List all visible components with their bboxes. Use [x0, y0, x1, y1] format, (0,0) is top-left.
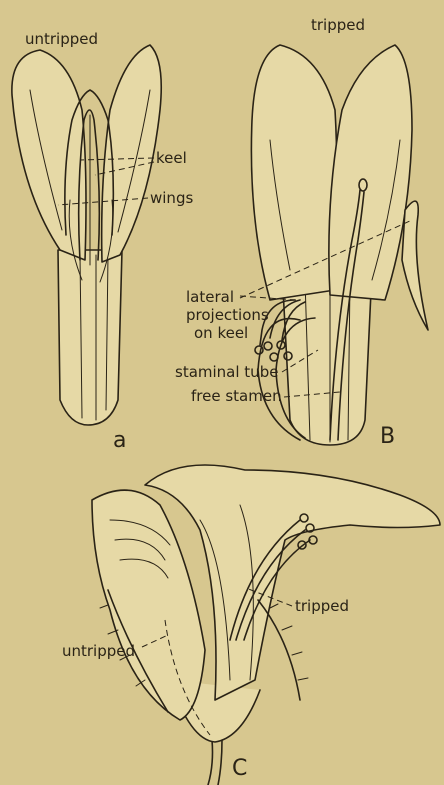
panel-a-flower [12, 45, 161, 425]
lateral-label-line1: lateral [186, 288, 234, 306]
lateral-label-line3: on keel [194, 324, 248, 342]
panel-c-flower [92, 465, 440, 785]
standard-petal-b-left [251, 45, 337, 300]
lateral-label-line2: projections [186, 306, 269, 324]
untripped-label-c: untripped [62, 642, 135, 660]
panel-b-title: tripped [311, 16, 365, 34]
tripped-label-c: tripped [295, 597, 349, 615]
staminal-tube-label: staminal tube [175, 363, 278, 381]
panel-b-flower [251, 45, 428, 445]
standard-petal-b-right [329, 45, 412, 300]
keel-label: keel [156, 149, 187, 167]
stem-c [208, 740, 213, 785]
wing-b-right [402, 201, 428, 330]
standard-petal-left [12, 50, 86, 260]
panel-b-letter: B [380, 424, 395, 449]
standard-petal-right [102, 45, 162, 262]
wings-label: wings [150, 189, 193, 207]
panel-a-title: untripped [25, 30, 98, 48]
panel-a-letter: a [113, 428, 126, 453]
untripped-flower-c [92, 490, 205, 720]
panel-c-letter: C [232, 756, 247, 781]
calyx-tube [58, 250, 122, 425]
free-stamen-label: free stamen [191, 387, 282, 405]
